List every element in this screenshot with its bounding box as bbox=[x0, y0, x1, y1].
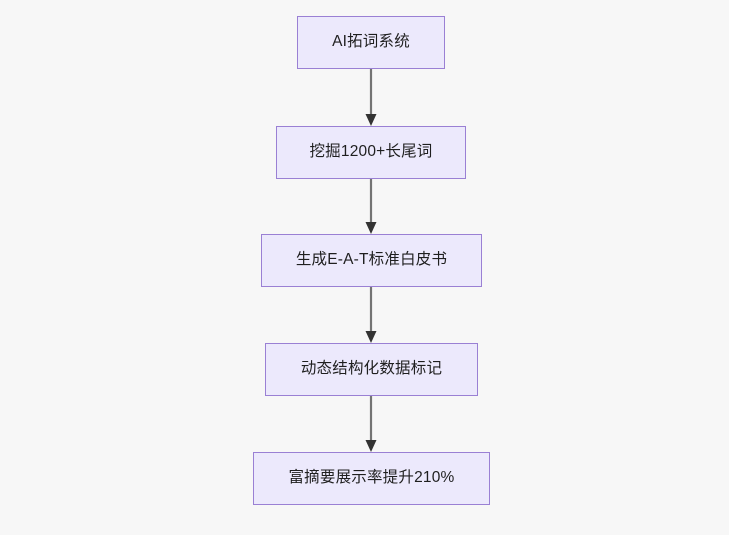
flowchart-node-2[interactable]: 挖掘1200+长尾词 bbox=[276, 126, 466, 179]
flowchart-node-5[interactable]: 富摘要展示率提升210% bbox=[253, 452, 490, 505]
flowchart-edge-1 bbox=[365, 69, 377, 126]
edge-4-arrowhead-icon bbox=[365, 440, 377, 452]
edge-2-arrowhead-icon bbox=[365, 222, 377, 234]
flowchart-node-1-label: AI拓词系统 bbox=[332, 33, 410, 51]
flowchart-edge-2 bbox=[365, 179, 377, 234]
flowchart-node-4-label: 动态结构化数据标记 bbox=[300, 360, 443, 378]
flowchart-node-5-label: 富摘要展示率提升210% bbox=[288, 469, 455, 487]
flowchart-edge-4 bbox=[365, 396, 377, 452]
flowchart-node-2-label: 挖掘1200+长尾词 bbox=[309, 143, 433, 161]
flowchart-edge-3 bbox=[365, 287, 377, 343]
edge-3-arrowhead-icon bbox=[365, 331, 377, 343]
edge-1-arrowhead-icon bbox=[365, 114, 377, 126]
flowchart-node-1[interactable]: AI拓词系统 bbox=[297, 16, 445, 69]
flowchart-node-3-label: 生成E-A-T标准白皮书 bbox=[295, 251, 448, 269]
flowchart-node-4[interactable]: 动态结构化数据标记 bbox=[265, 343, 478, 396]
flowchart-node-3[interactable]: 生成E-A-T标准白皮书 bbox=[261, 234, 482, 287]
